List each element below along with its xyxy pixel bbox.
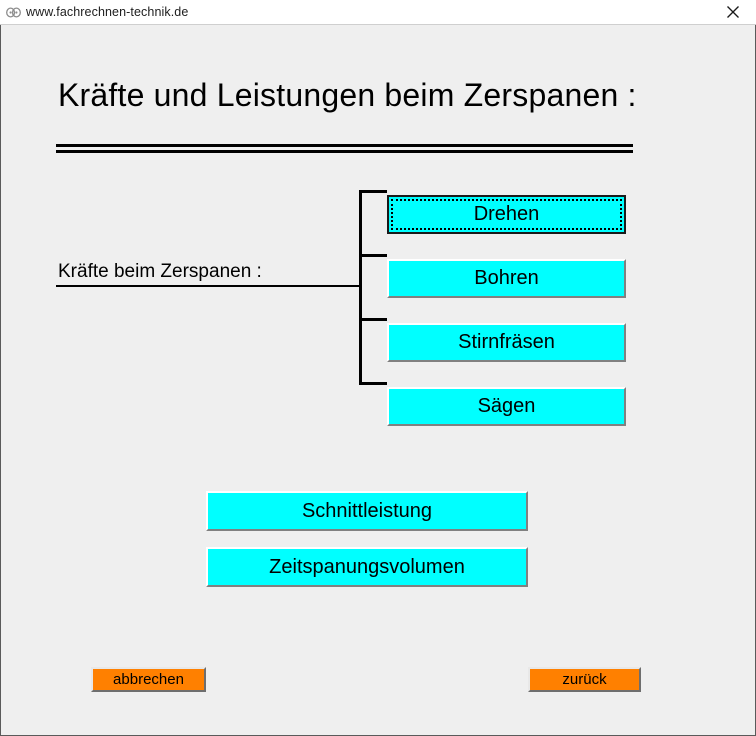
page-title: Kräfte und Leistungen beim Zerspanen : [58,77,637,113]
title-rule-upper [56,144,633,147]
link-chain-icon [0,0,26,25]
button-stirnfraesen[interactable]: Stirnfräsen [387,323,626,362]
button-label: Sägen [477,395,536,417]
button-label: Schnittleistung [301,499,433,522]
cancel-button[interactable]: abbrechen [91,667,206,692]
page-content: Kräfte und Leistungen beim Zerspanen : K… [0,25,756,736]
button-zeitspanungsvolumen[interactable]: Zeitspanungsvolumen [206,547,528,587]
button-drehen[interactable]: Drehen [387,195,626,234]
tree-branch-line [359,318,387,321]
button-label: Zeitspanungsvolumen [269,555,465,578]
button-label: Bohren [474,267,539,289]
button-label: zurück [562,671,607,688]
back-button[interactable]: zurück [528,667,641,692]
tree-branch-line [359,190,387,193]
section-label: Kräfte beim Zerspanen : [58,261,262,282]
button-label: abbrechen [113,671,184,688]
section-label-rule [56,285,361,287]
button-bohren[interactable]: Bohren [387,259,626,298]
button-label: Drehen [473,203,540,225]
button-schnittleistung[interactable]: Schnittleistung [206,491,528,531]
tree-branch-line [359,254,387,257]
close-icon[interactable] [710,0,756,25]
button-saegen[interactable]: Sägen [387,387,626,426]
tab-title: www.fachrechnen-technik.de [26,5,189,19]
tree-trunk-line [359,190,362,385]
tree-branch-line [359,382,387,385]
title-rule-lower [56,150,633,153]
button-label: Stirnfräsen [458,331,555,353]
browser-titlebar: www.fachrechnen-technik.de [0,0,756,25]
